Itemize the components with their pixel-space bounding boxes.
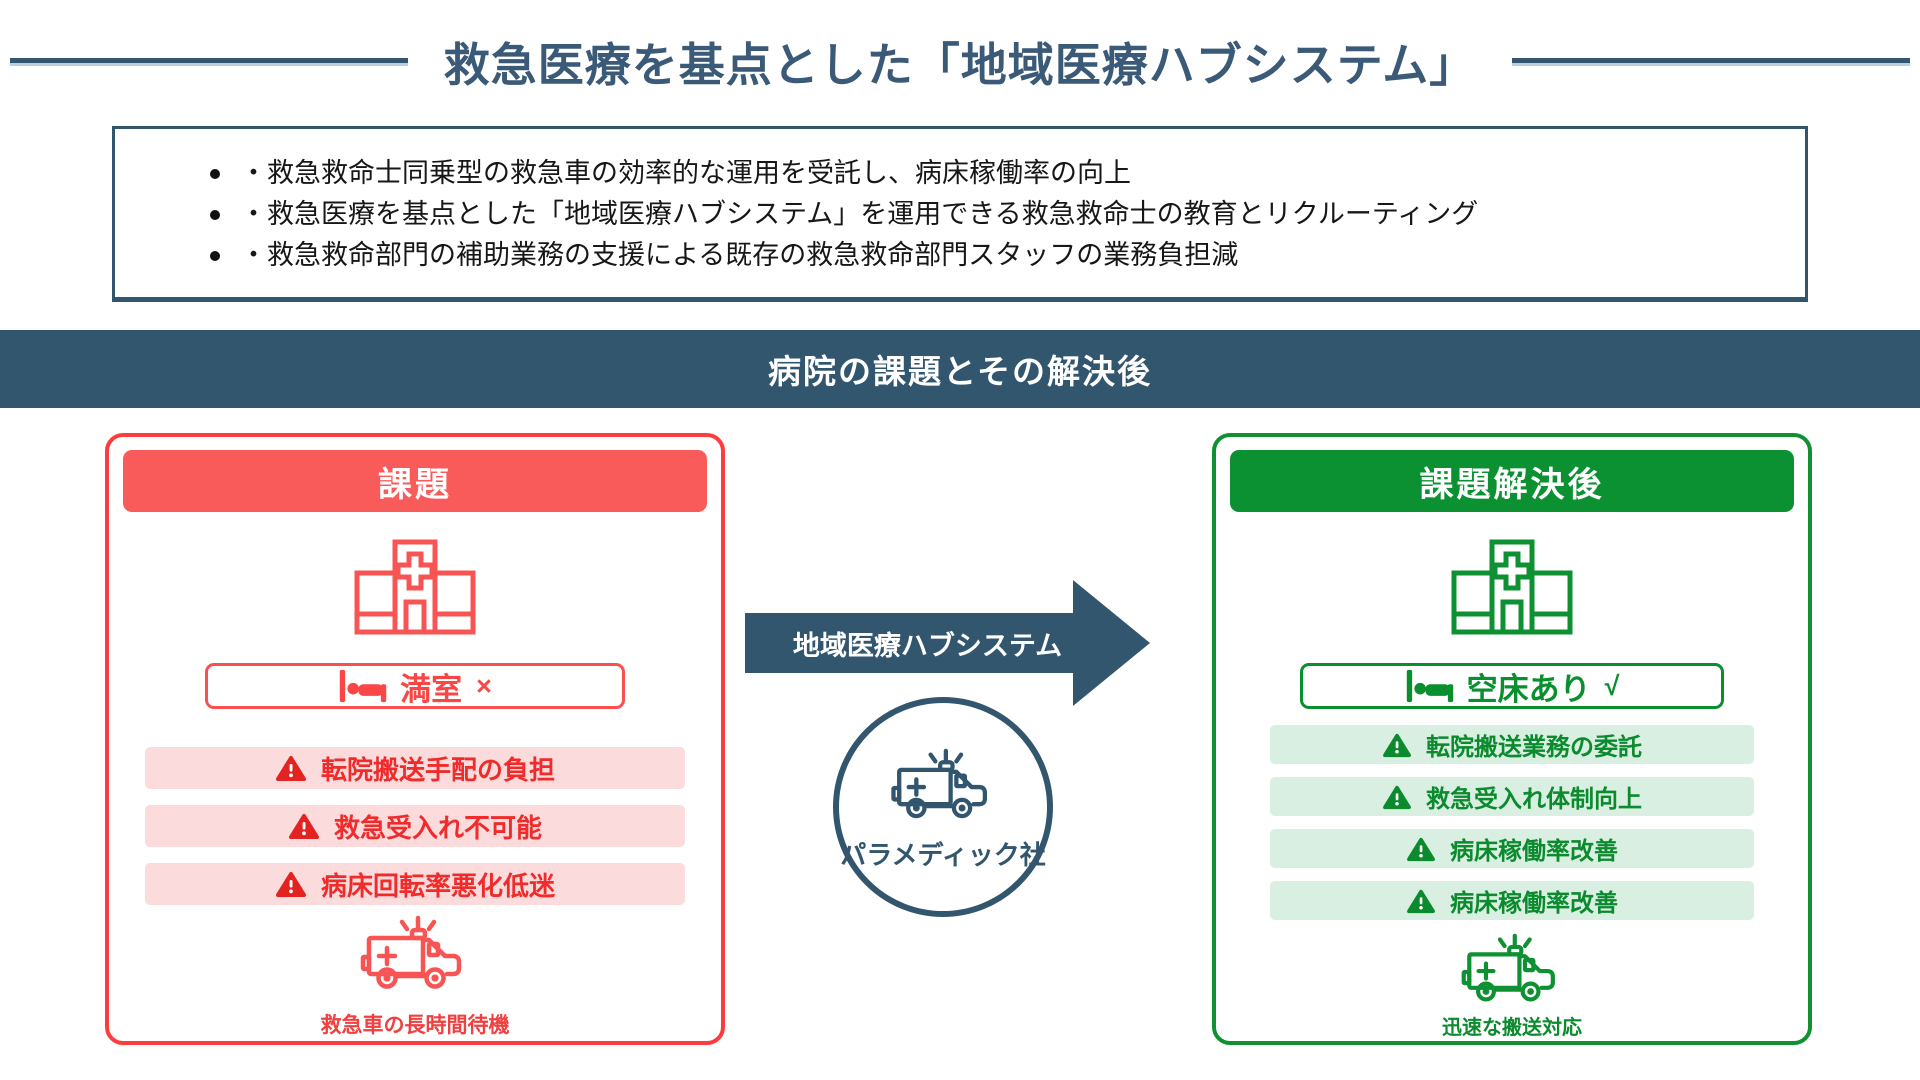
- summary-bullet-text: ・救急救命士同乗型の救急車の効率的な運用を受託し、病床稼働率の向上: [240, 158, 1131, 188]
- warning-icon: [275, 872, 306, 897]
- page-title: 救急医療を基点とした「地域医療ハブシステム」: [443, 39, 1477, 91]
- warning-icon: [1407, 837, 1435, 861]
- warning-icon: [1407, 889, 1435, 913]
- benefit-text: 病床稼働率改善: [1450, 838, 1618, 865]
- summary-bullet-text: ・救急救命部門の補助業務の支援による既存の救急救命部門スタッフの業務負担減: [240, 240, 1239, 270]
- ambulance-icon: [357, 915, 473, 1004]
- problem-caption: 救急車の長時間待機: [320, 1014, 510, 1037]
- hospital-icon: [1450, 539, 1574, 640]
- solution-card-header: 課題解決後: [1230, 450, 1794, 512]
- ambulance-icon: [1458, 933, 1566, 1016]
- solution-caption: 迅速な搬送対応: [1442, 1017, 1582, 1039]
- bullet-dot-icon: [210, 210, 220, 220]
- warning-icon: [1383, 785, 1411, 809]
- issue-list: 転院搬送手配の負担 救急受入れ不可能 病床回転率悪化低迷: [145, 747, 685, 905]
- occupancy-badge: 満室 ×: [205, 663, 625, 709]
- title-row: 救急医療を基点とした「地域医療ハブシステム」: [0, 22, 1920, 102]
- bullet-dot-icon: [210, 169, 220, 179]
- title-divider-right: [1512, 58, 1910, 66]
- benefit-row: 病床稼働率改善: [1270, 881, 1754, 920]
- cross-mark-icon: ×: [476, 670, 492, 701]
- vacancy-text: 空床あり: [1466, 671, 1591, 707]
- summary-box: ・救急救命士同乗型の救急車の効率的な運用を受託し、病床稼働率の向上 ・救急医療を…: [112, 126, 1808, 302]
- summary-bullet-text: ・救急医療を基点とした「地域医療ハブシステム」を運用できる救急救命士の教育とリク…: [240, 199, 1479, 229]
- vacancy-badge: 空床あり √: [1300, 663, 1724, 709]
- benefit-row: 転院搬送業務の委託: [1270, 725, 1754, 764]
- hospital-icon: [353, 539, 477, 640]
- occupancy-text: 満室: [400, 671, 463, 707]
- solution-card: 課題解決後 空床あり √: [1212, 433, 1812, 1045]
- ambulance-icon: [887, 748, 999, 833]
- title-divider-left: [10, 58, 408, 66]
- issue-row: 病床回転率悪化低迷: [145, 863, 685, 905]
- bed-icon: [339, 669, 387, 703]
- issue-text: 転院搬送手配の負担: [320, 754, 555, 785]
- summary-bullet: ・救急医療を基点とした「地域医療ハブシステム」を運用できる救急救命士の教育とリク…: [210, 194, 1478, 235]
- issue-row: 転院搬送手配の負担: [145, 747, 685, 789]
- hub-system-label: 地域医療ハブシステム: [780, 613, 1075, 673]
- warning-icon: [275, 756, 306, 781]
- summary-list: ・救急救命士同乗型の救急車の効率的な運用を受託し、病床稼働率の向上 ・救急医療を…: [210, 153, 1478, 276]
- issue-text: 救急受入れ不可能: [333, 812, 542, 843]
- benefit-list: 転院搬送業務の委託 救急受入れ体制向上 病床稼働率改善: [1270, 725, 1754, 920]
- problem-card: 課題 満室 ×: [105, 433, 725, 1045]
- section-banner: 病院の課題とその解決後: [0, 330, 1920, 408]
- summary-bullet: ・救急救命士同乗型の救急車の効率的な運用を受託し、病床稼働率の向上: [210, 153, 1478, 194]
- benefit-text: 救急受入れ体制向上: [1426, 786, 1642, 813]
- benefit-text: 転院搬送業務の委託: [1426, 734, 1642, 761]
- issue-row: 救急受入れ不可能: [145, 805, 685, 847]
- benefit-row: 救急受入れ体制向上: [1270, 777, 1754, 816]
- summary-bullet: ・救急救命部門の補助業務の支援による既存の救急救命部門スタッフの業務負担減: [210, 235, 1478, 276]
- benefit-text: 病床稼働率改善: [1450, 890, 1618, 917]
- warning-icon: [288, 814, 319, 839]
- paramedic-company-circle: パラメディック社: [833, 697, 1053, 917]
- problem-card-header: 課題: [123, 450, 707, 512]
- check-mark-icon: √: [1604, 670, 1620, 701]
- benefit-row: 病床稼働率改善: [1270, 829, 1754, 868]
- bullet-dot-icon: [210, 251, 220, 261]
- bed-icon: [1406, 669, 1453, 703]
- issue-text: 病床回転率悪化低迷: [320, 870, 555, 901]
- warning-icon: [1383, 733, 1411, 757]
- company-name: パラメディック社: [840, 840, 1046, 870]
